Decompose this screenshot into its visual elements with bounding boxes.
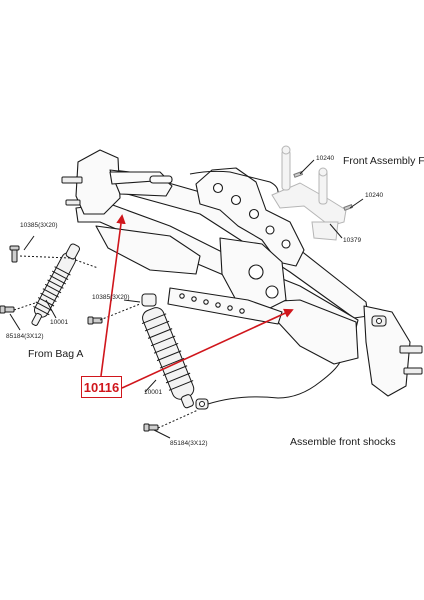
assemble-shocks-label: Assemble front shocks (290, 436, 396, 448)
part-85184-b: 85184(3X12) (170, 440, 208, 447)
part-10001-b: 10001 (144, 389, 163, 396)
front-chassis (73, 149, 411, 397)
part-10385-a: 10385(3X20) (20, 222, 58, 229)
callout-arrows (100, 214, 294, 389)
right-screw-85184 (143, 423, 159, 432)
callout-10116: 10116 (81, 376, 122, 398)
part-10001-a: 10001 (50, 319, 69, 326)
from-bag-label: From Bag A (28, 348, 84, 360)
left-axle (61, 176, 83, 206)
left-screw-85184 (0, 305, 15, 314)
front-assembly-label: Front Assembly F (343, 155, 424, 167)
leader-lines (9, 159, 364, 439)
part-10240-a: 10240 (316, 155, 335, 162)
right-screw-10385 (87, 316, 103, 325)
right-axle (399, 345, 423, 375)
part-10379: 10379 (343, 237, 362, 244)
part-10385-b: 10385(3X20) (92, 294, 130, 301)
part-10240-b: 10240 (365, 192, 384, 199)
left-screw-10385 (9, 245, 20, 263)
left-shock (31, 243, 80, 326)
right-rod-end (371, 315, 387, 327)
part-85184-a: 85184(3X12) (6, 333, 44, 340)
right-shock (141, 293, 209, 410)
